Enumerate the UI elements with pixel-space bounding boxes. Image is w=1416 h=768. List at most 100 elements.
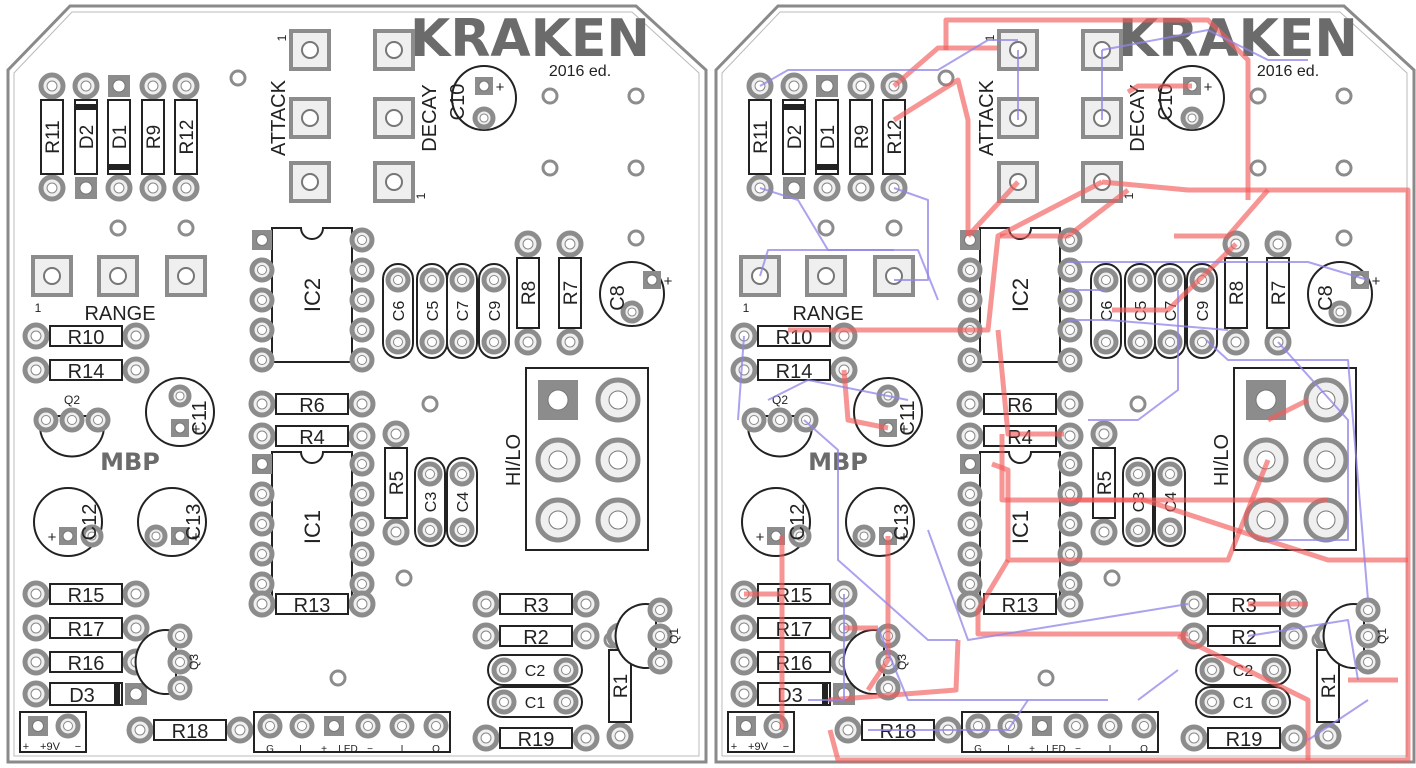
- pad-hole: [30, 622, 42, 634]
- pad-hole: [480, 598, 492, 610]
- pad-hole: [174, 530, 186, 542]
- pad-hole: [425, 525, 435, 535]
- resistor-label: R12: [177, 120, 198, 155]
- resistor-label: R5: [387, 471, 408, 495]
- attack-label: ATTACK: [268, 79, 290, 156]
- pot-pin1-label: 1: [35, 301, 42, 315]
- resistor-label: R8: [1227, 281, 1248, 305]
- pad-hole: [479, 113, 489, 123]
- pad-hole: [180, 182, 192, 194]
- pad-hole: [30, 364, 42, 376]
- pad-hole: [548, 510, 568, 530]
- pad-hole: [1288, 630, 1300, 642]
- resistor-label: R6: [299, 395, 325, 417]
- pad-hole: [821, 182, 833, 194]
- bottom-trace: [808, 594, 845, 701]
- pad-hole: [1363, 631, 1373, 641]
- film-cap-label: C6: [391, 301, 408, 322]
- pad-hole: [457, 525, 467, 535]
- pad-hole: [1065, 325, 1075, 335]
- pad-hole: [965, 295, 975, 305]
- via: [1335, 159, 1353, 177]
- pad-hole: [87, 531, 97, 541]
- pad-hole: [130, 588, 142, 600]
- electrolytic-cap-label: C12: [787, 504, 809, 541]
- via: [395, 569, 413, 587]
- top-trace: [975, 558, 1188, 637]
- ic-label: IC1: [300, 510, 325, 544]
- polarity-mark: +: [496, 79, 505, 96]
- pad-hole: [1165, 469, 1175, 479]
- pad-hole: [1165, 525, 1175, 535]
- electrolytic-cap-label: C11: [189, 400, 211, 435]
- pad-hole: [1363, 657, 1373, 667]
- pad-hole: [655, 605, 665, 615]
- pad-hole: [738, 656, 750, 668]
- resistor-body: [499, 625, 573, 647]
- mbp-logo: MBP: [100, 448, 160, 476]
- power-plus-label: +: [23, 741, 29, 753]
- pad-hole: [356, 598, 368, 610]
- pad-hole: [257, 355, 267, 365]
- pot-hole: [301, 109, 319, 127]
- pad-hole: [499, 665, 509, 675]
- pad-hole: [130, 622, 142, 634]
- pad-hole: [175, 657, 185, 667]
- diode-body: [107, 99, 131, 175]
- pad-hole: [256, 458, 268, 470]
- pad-hole: [112, 79, 126, 93]
- resistor-label: R3: [1231, 595, 1257, 617]
- top-trace: [1126, 83, 1192, 95]
- pad-hole: [427, 337, 437, 347]
- pad-hole: [63, 721, 73, 731]
- pad-hole: [1322, 730, 1334, 742]
- pad-hole: [30, 688, 42, 700]
- pad-hole: [257, 295, 267, 305]
- pad-hole: [46, 80, 58, 92]
- resistor-label: R12: [885, 120, 906, 155]
- resistor-label: R2: [523, 627, 549, 649]
- resistor-label: R2: [1231, 627, 1257, 649]
- resistor-body: [499, 593, 573, 615]
- via: [1249, 87, 1267, 105]
- pad-hole: [257, 325, 267, 335]
- pad-hole: [1316, 510, 1336, 530]
- pad-hole: [113, 182, 125, 194]
- pad-hole: [627, 307, 637, 317]
- pad-hole: [390, 428, 402, 440]
- resistor-label: R1: [1319, 674, 1340, 698]
- decay-label: DECAY: [419, 84, 441, 151]
- bottom-trace: [1205, 339, 1369, 601]
- pad-hole: [964, 430, 976, 442]
- decay-label: DECAY: [1127, 84, 1149, 151]
- polarity-mark: +: [1372, 273, 1381, 290]
- pad-hole: [1065, 355, 1075, 365]
- polarity-mark: +: [1204, 79, 1213, 96]
- resistor-label: R14: [776, 361, 813, 383]
- electrolytic-cap-label: C8: [1315, 285, 1337, 311]
- diode-band: [783, 104, 805, 110]
- resistor-body: [748, 99, 772, 175]
- io-pin-label: +: [321, 744, 327, 755]
- pad-hole: [1188, 598, 1200, 610]
- pot-hole: [301, 173, 319, 191]
- pad-hole: [1065, 549, 1075, 559]
- resistor-label: R13: [294, 595, 331, 617]
- polarity-mark: +: [756, 529, 765, 546]
- top-trace: [1064, 497, 1408, 563]
- pad-hole: [738, 622, 750, 634]
- pad-hole: [480, 732, 492, 744]
- via: [1037, 669, 1055, 687]
- pad-hole: [1272, 238, 1284, 250]
- film-cap-label: C3: [423, 492, 440, 513]
- pad-hole: [614, 730, 626, 742]
- film-cap-label: C6: [1099, 301, 1116, 322]
- electrolytic-cap-body: [1159, 65, 1225, 131]
- pad-hole: [175, 683, 185, 693]
- pad-hole: [1101, 337, 1111, 347]
- pad-hole: [1098, 526, 1110, 538]
- pad-hole: [1207, 665, 1217, 675]
- io-pin-label: O: [432, 744, 440, 755]
- pad-hole: [1165, 275, 1175, 285]
